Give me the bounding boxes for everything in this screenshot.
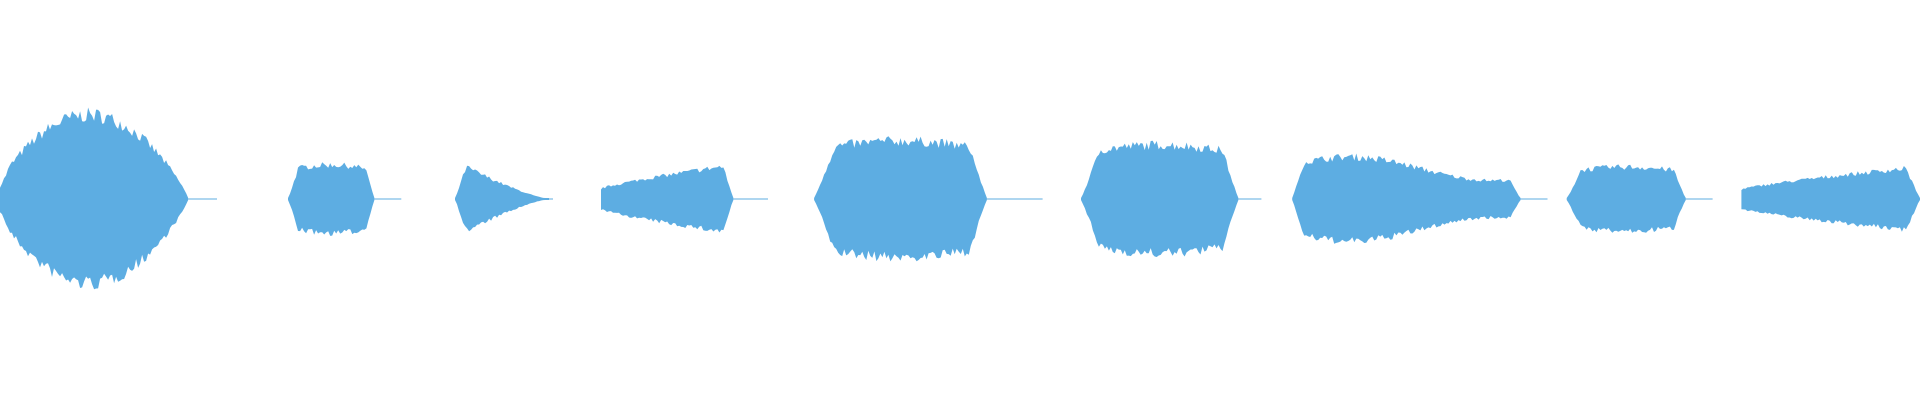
waveform-segment-4 — [601, 165, 734, 233]
waveform-segment-5 — [814, 136, 987, 262]
waveform-segment-2 — [288, 162, 375, 236]
waveform-segment-7 — [1292, 153, 1521, 244]
waveform-segment-9 — [1741, 166, 1920, 232]
waveform-segment-6 — [1081, 140, 1239, 257]
waveform-segments — [0, 107, 1920, 290]
waveform-segment-8 — [1566, 164, 1686, 233]
waveform-segment-1 — [0, 107, 189, 290]
waveform-segment-3 — [455, 165, 550, 232]
